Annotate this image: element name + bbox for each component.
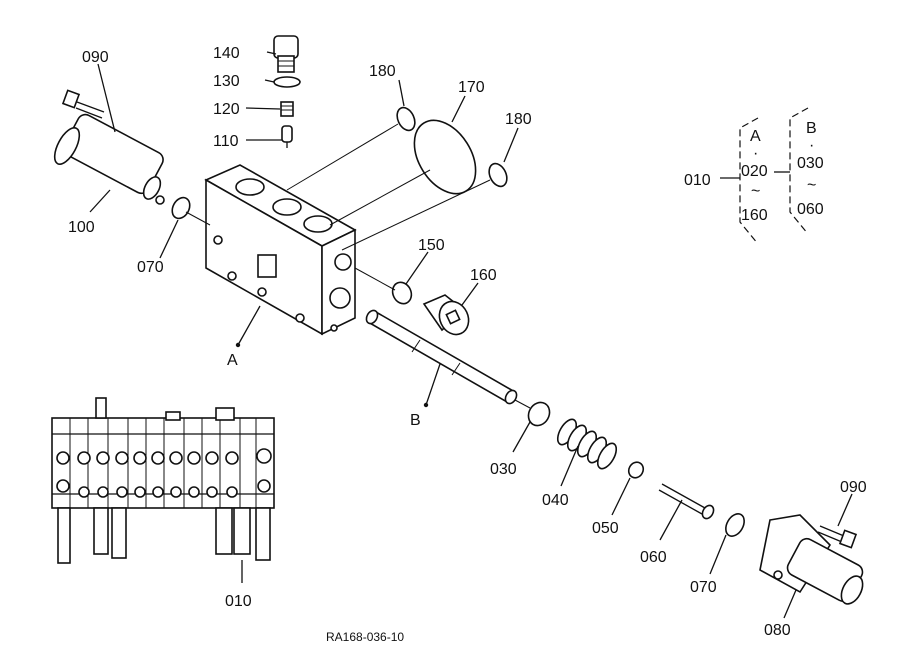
label-140: 140 — [213, 45, 240, 62]
label-090-right: 090 — [840, 479, 867, 496]
bolt-090-left — [61, 89, 105, 119]
label-110: 110 — [213, 133, 239, 150]
leaders — [89, 51, 853, 619]
cap-080 — [759, 514, 864, 605]
valve-assembly-010 — [51, 397, 275, 564]
oring-180-right — [488, 162, 508, 188]
oring-130 — [273, 76, 301, 88]
legend-020: 020 — [741, 163, 768, 180]
legend-dot-a: · — [753, 145, 758, 162]
legend-b: B — [806, 120, 817, 137]
plug-160 — [422, 294, 470, 336]
label-080: 080 — [764, 622, 791, 639]
label-070-left: 070 — [137, 259, 164, 276]
label-070-right: 070 — [690, 579, 717, 596]
collar-030 — [527, 401, 551, 427]
bolt-060 — [658, 483, 715, 520]
label-050: 050 — [592, 520, 619, 537]
label-160: 160 — [470, 267, 497, 284]
poppet-110 — [281, 125, 293, 148]
oring-070-left — [171, 196, 191, 220]
washer-050 — [627, 461, 645, 479]
cap-100 — [53, 113, 165, 205]
reference-code: RA168-036-10 — [326, 630, 404, 644]
legend-tilde-b: ~ — [807, 177, 816, 194]
spring-040 — [556, 418, 618, 470]
legend-060: 060 — [797, 201, 824, 218]
spring-120 — [280, 101, 294, 117]
label-170: 170 — [458, 79, 485, 96]
label-090-left: 090 — [82, 49, 109, 66]
spool — [365, 309, 518, 405]
oring-180-left — [396, 106, 416, 132]
label-120: 120 — [213, 101, 240, 118]
bolt-090-right — [817, 525, 858, 549]
legend-160: 160 — [741, 207, 768, 224]
label-060: 060 — [640, 549, 667, 566]
label-130: 130 — [213, 73, 240, 90]
plug-140 — [273, 35, 299, 73]
label-030: 030 — [490, 461, 517, 478]
label-100: 100 — [68, 219, 95, 236]
oring-150 — [391, 281, 413, 305]
legend-a: A — [750, 128, 761, 145]
legend-010: 010 — [684, 172, 711, 189]
legend-030: 030 — [797, 155, 824, 172]
legend-tilde-a: ~ — [751, 183, 760, 200]
label-150: 150 — [418, 237, 445, 254]
label-040: 040 — [542, 492, 569, 509]
valve-block — [204, 164, 357, 336]
assembly-legend — [720, 107, 809, 245]
label-010-assembly: 010 — [225, 593, 252, 610]
label-180-right: 180 — [505, 111, 532, 128]
label-180-left: 180 — [369, 63, 396, 80]
oring-070-right — [725, 513, 745, 537]
label-b: B — [410, 412, 421, 429]
label-a: A — [227, 352, 238, 369]
legend-dot-b: · — [809, 137, 814, 154]
